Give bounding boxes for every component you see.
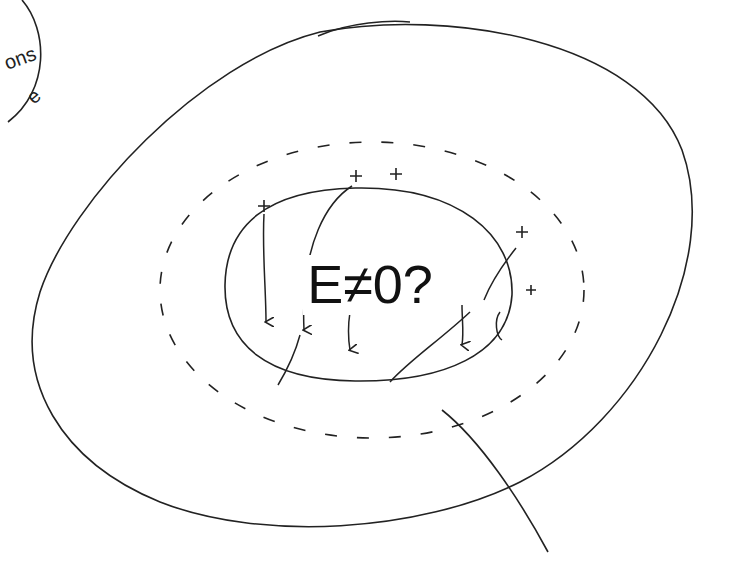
cut-off-note: ons [2,43,39,73]
field-lines [263,186,516,385]
negative-charge-ring [160,142,584,438]
leader-line [442,410,548,552]
stroke-mark [318,21,410,36]
outer-blob [32,24,692,526]
question-text: E≠0? [303,255,437,314]
inner-oval: E≠0? [222,186,518,384]
